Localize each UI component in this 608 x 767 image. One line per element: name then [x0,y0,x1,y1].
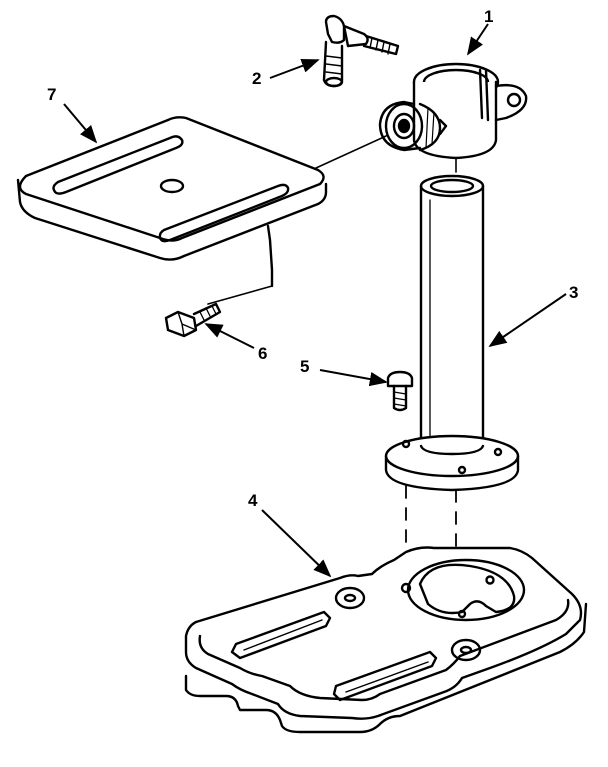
leader-lines [63,23,567,578]
callout-3: 3 [569,283,579,302]
leader-1 [467,23,489,56]
base-part-4 [184,546,588,734]
bolt-part-6 [164,302,222,338]
callout-6: 6 [258,344,268,363]
table-part-7 [16,116,328,305]
leader-5 [319,369,388,387]
leader-3 [488,293,567,348]
leader-4 [261,509,332,578]
callout-1: 1 [484,7,494,26]
leader-6 [204,323,255,349]
callout-2: 2 [252,69,262,88]
lock-pin-part-2 [322,14,400,88]
table-support-part-1 [315,62,528,173]
callout-4: 4 [248,491,258,510]
callout-7: 7 [47,85,57,104]
leader-2 [269,58,320,79]
bolt-part-5 [386,370,414,412]
leader-7 [63,103,98,144]
column-part-3 [384,174,520,561]
callout-5: 5 [300,357,310,376]
